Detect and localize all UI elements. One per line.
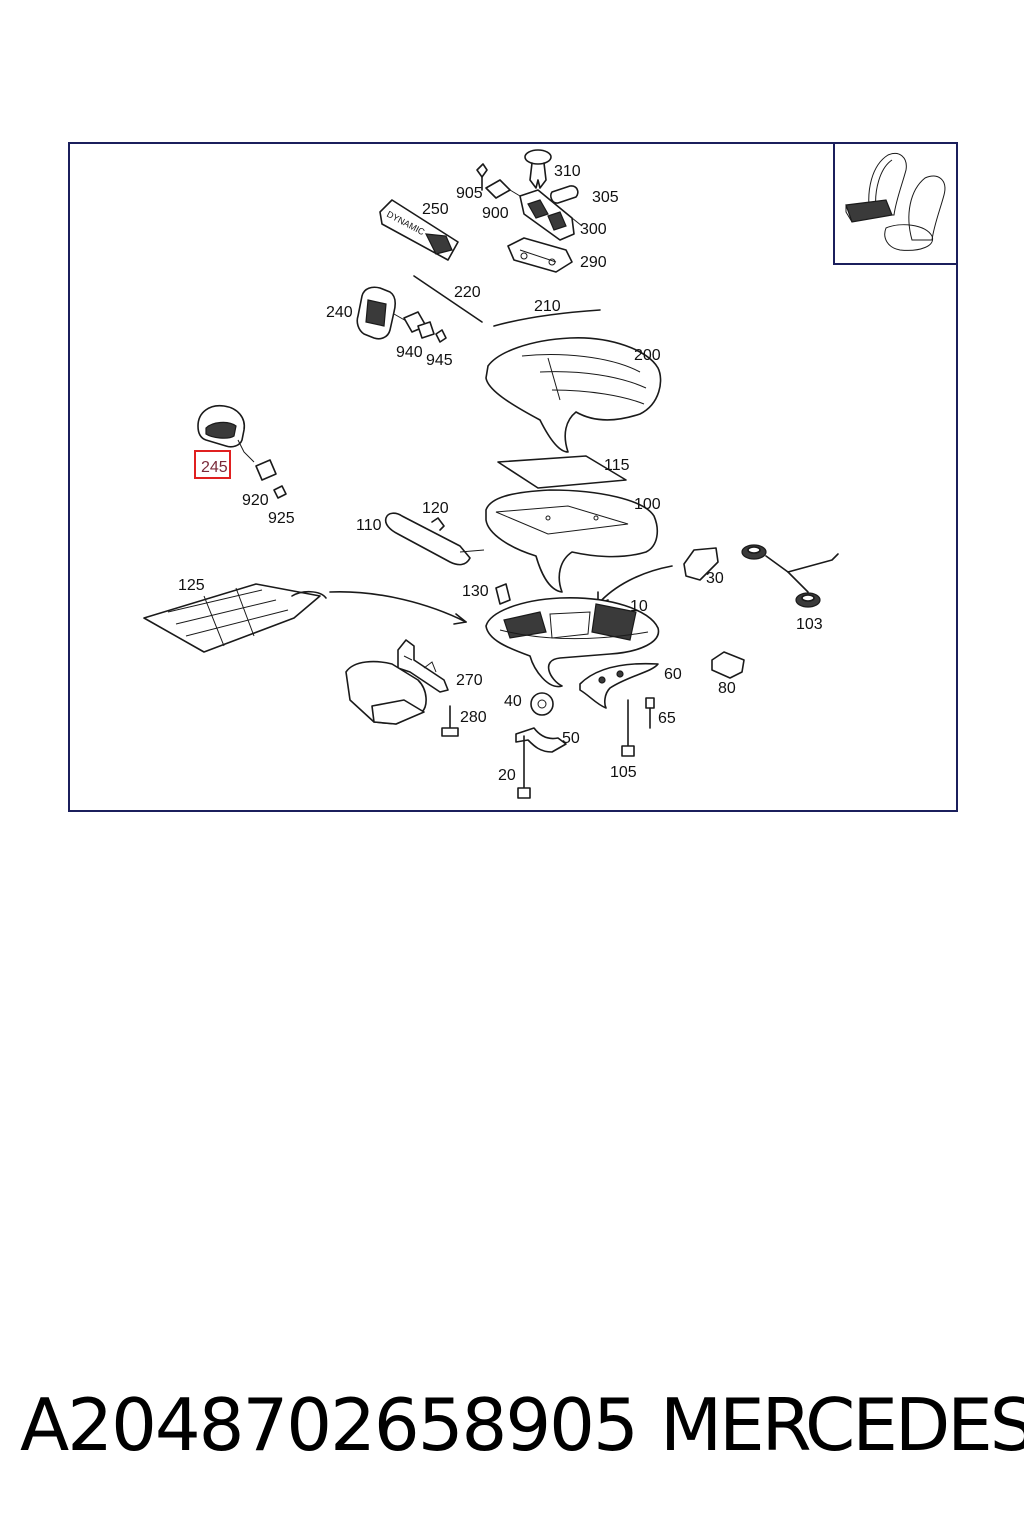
label-920: 920 [242, 492, 269, 509]
label-200: 200 [634, 347, 661, 364]
label-210: 210 [534, 298, 561, 315]
label-305: 305 [592, 189, 619, 206]
part-105-bolt [621, 699, 635, 757]
arrow-125-head [453, 613, 467, 625]
part-130-clip [495, 583, 511, 605]
label-120: 120 [422, 500, 449, 517]
label-115: 115 [604, 457, 630, 474]
part-20-bolt [517, 735, 531, 799]
label-125: 125 [178, 577, 205, 594]
part-270-bracket [397, 639, 449, 693]
footer: A2048702658905 MERCEDES [0, 1380, 1024, 1470]
part-940-945-connectors [403, 311, 447, 343]
part-300-lamp-housing [519, 189, 583, 241]
part-250-dynamic-switch: DYNAMIC [379, 199, 459, 261]
part-305-bulb [550, 185, 579, 204]
part-30-clip [683, 547, 719, 581]
part-220-strip [413, 275, 483, 323]
arrow-125-to-frame [329, 591, 467, 623]
label-80: 80 [718, 680, 736, 697]
part-10-seat-frame [485, 597, 660, 688]
label-925: 925 [268, 510, 295, 527]
part-110-side-trim [384, 512, 485, 566]
label-40: 40 [504, 693, 522, 710]
label-945: 945 [426, 352, 453, 369]
label-300: 300 [580, 221, 607, 238]
part-80-block [711, 651, 745, 679]
label-270: 270 [456, 672, 483, 689]
label-250: 250 [422, 201, 449, 218]
part-905-900-connectors [476, 163, 521, 199]
label-290: 290 [580, 254, 607, 271]
diagram-frame [68, 142, 958, 812]
label-10: 10 [630, 598, 648, 615]
part-310-clip [524, 149, 552, 189]
part-100-cushion-foam [485, 489, 659, 593]
label-940: 940 [396, 344, 423, 361]
label-310: 310 [554, 163, 581, 180]
label-105: 105 [610, 764, 637, 781]
label-900: 900 [482, 205, 509, 222]
part-40-nut [530, 692, 554, 716]
part-290-bracket [507, 237, 573, 273]
part-number: A2048702658905 [20, 1383, 639, 1467]
part-50-clamp [515, 727, 567, 753]
label-280: 280 [460, 709, 487, 726]
label-905: 905 [456, 185, 483, 202]
part-125-heating-mat [143, 583, 327, 653]
label-220: 220 [454, 284, 481, 301]
part-245-switch [197, 404, 287, 499]
label-100: 100 [634, 496, 661, 513]
label-20: 20 [498, 767, 516, 784]
label-103: 103 [796, 616, 823, 633]
part-115-pad [497, 455, 627, 489]
label-110: 110 [356, 517, 382, 534]
part-lamp-block [345, 660, 427, 725]
label-60: 60 [664, 666, 682, 683]
label-50: 50 [562, 730, 580, 747]
label-65: 65 [658, 710, 676, 727]
highlight-box-245 [194, 450, 231, 479]
label-240: 240 [326, 304, 353, 321]
seat-thumbnail [833, 142, 958, 265]
part-103-speaker-set [741, 544, 839, 608]
part-210-strip [493, 309, 601, 327]
label-245: 245 [201, 459, 228, 476]
part-60-cover [579, 662, 659, 709]
part-280-screw [441, 705, 459, 737]
part-240-switch-frame [356, 286, 409, 340]
label-30: 30 [706, 570, 724, 587]
part-200-cushion-cover [485, 337, 662, 453]
label-130: 130 [462, 583, 489, 600]
arrow-30-to-frame [597, 565, 673, 605]
brand-name: MERCEDES [660, 1383, 1024, 1467]
part-120-clip [431, 517, 445, 531]
part-65-pin [645, 697, 655, 729]
